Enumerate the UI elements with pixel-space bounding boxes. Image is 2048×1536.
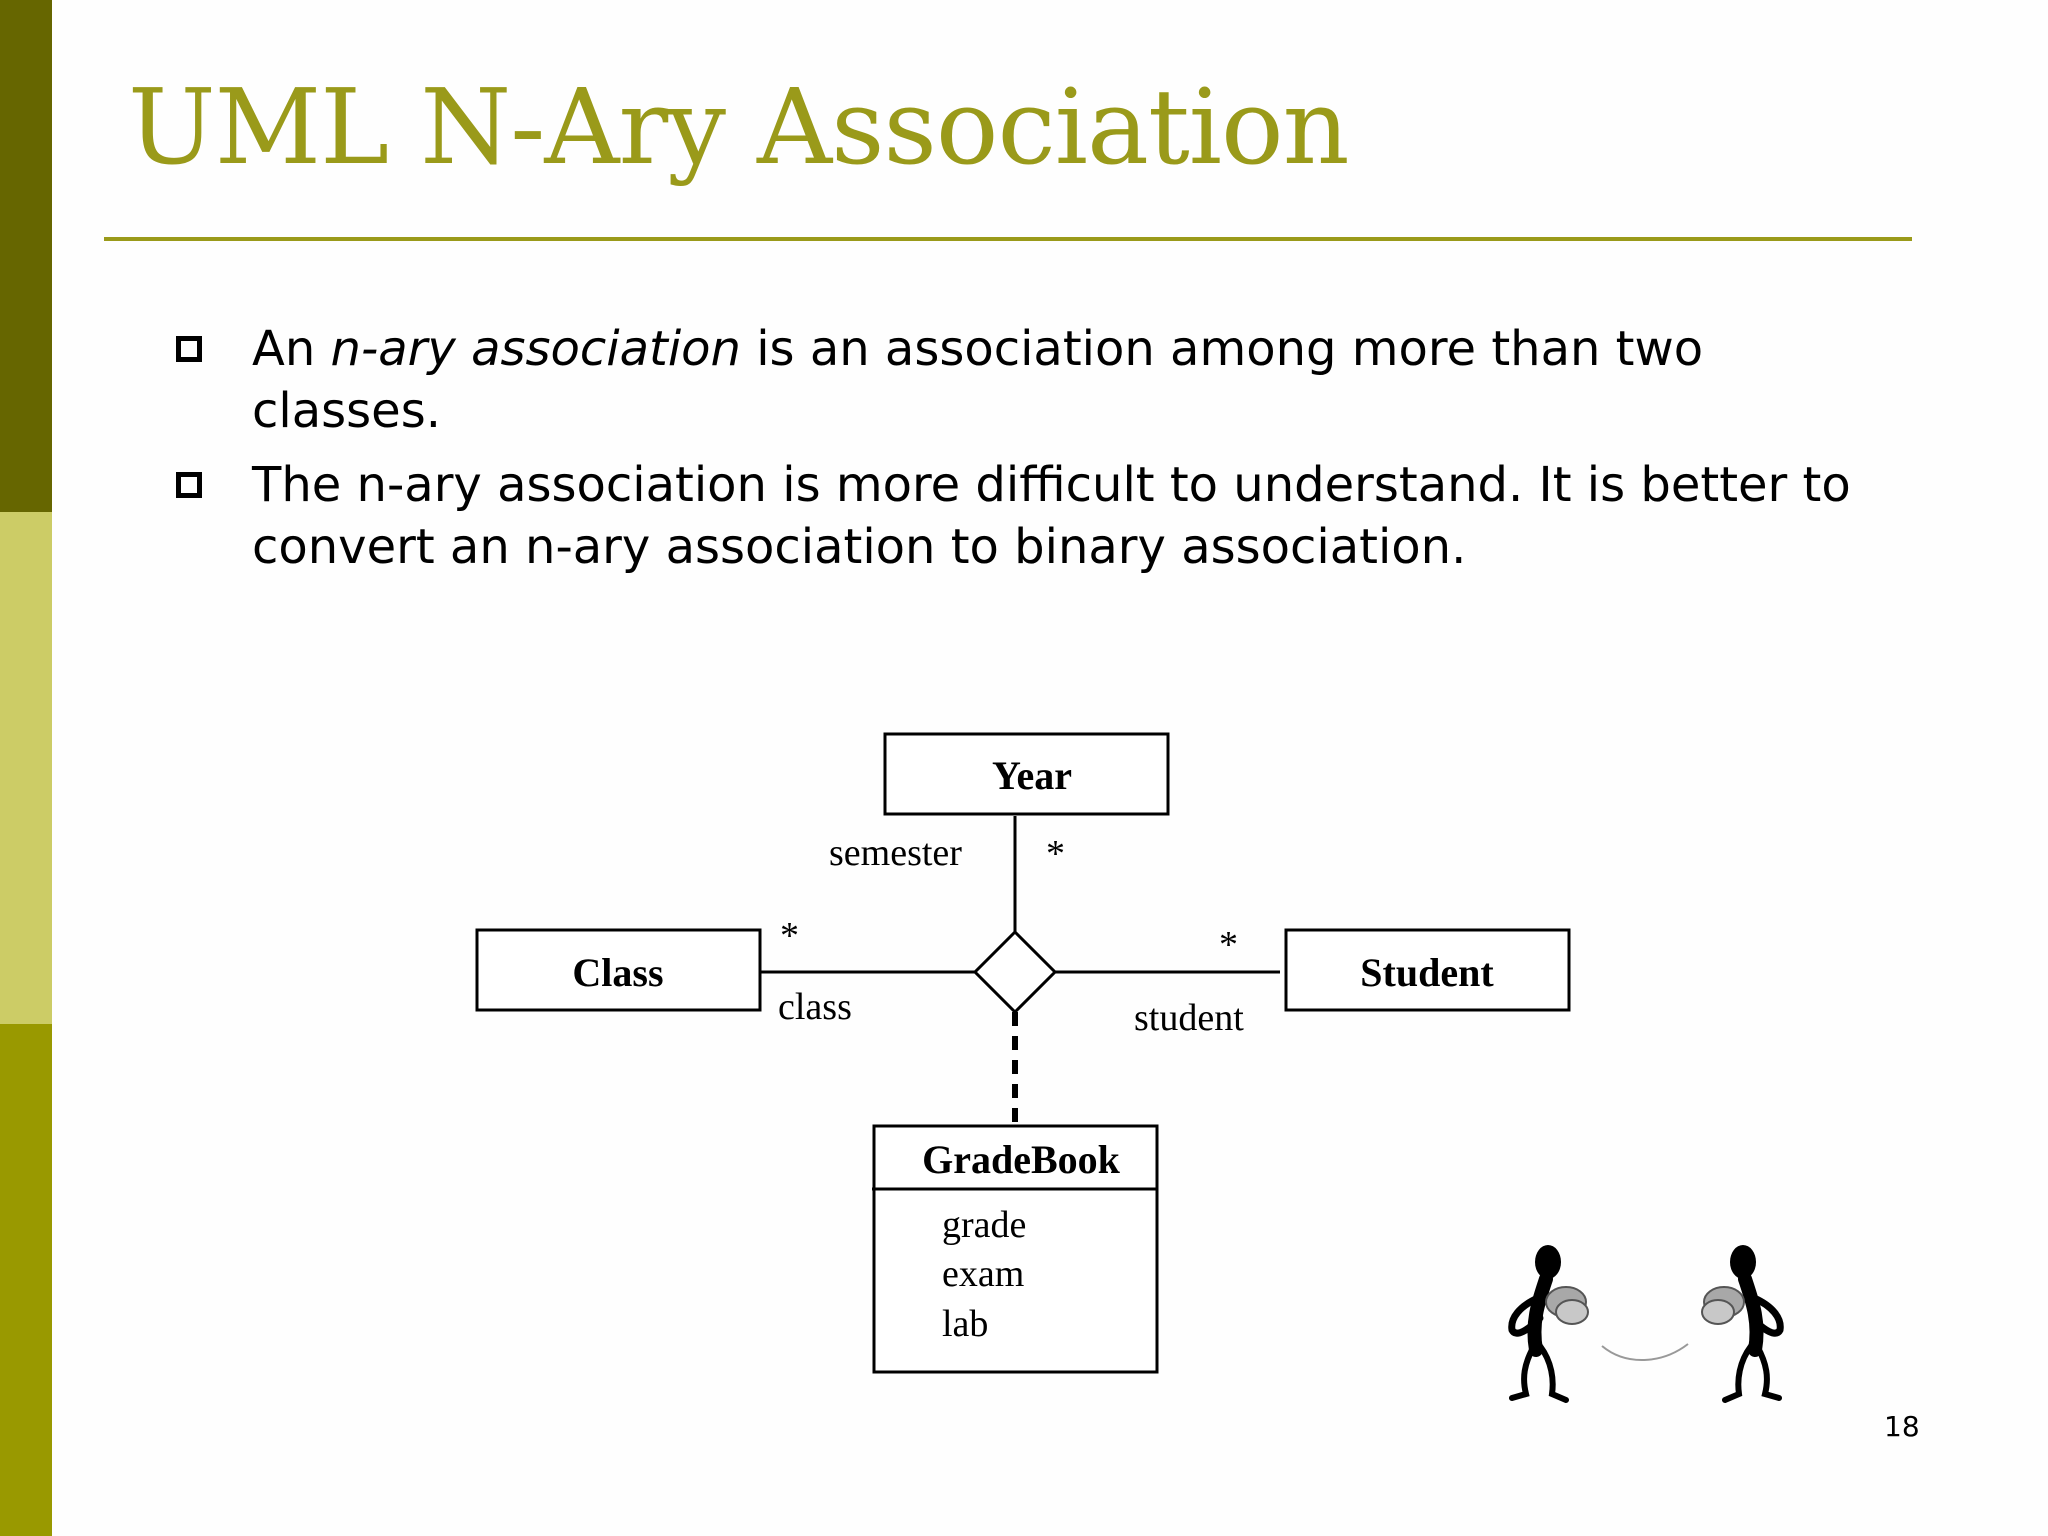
bullet-item: The n-ary association is more difficult … [176,454,1876,578]
gradebook-class-box [872,1124,1159,1374]
stick-figure-right-icon [1701,1245,1784,1403]
year-role-label: semester [829,832,962,874]
gradebook-attribute: lab [942,1303,988,1345]
square-bullet-icon [176,336,202,362]
bullet-text-emphasis: n-ary association [330,321,741,377]
bullet-list: An n-ary association is an association a… [176,318,1876,590]
slide-title: UML N-Ary Association [128,66,1350,188]
title-underline [104,237,1912,241]
class-class-box [475,928,762,1012]
class-class-name: Class [572,950,663,995]
class-role-label: class [778,986,852,1028]
bullet-item: An n-ary association is an association a… [176,318,1876,442]
stick-figure-left-icon [1508,1245,1589,1403]
two-stick-figures-icon [1508,1245,1784,1403]
year-class-box [883,732,1170,816]
square-bullet-icon [176,472,202,498]
year-multiplicity: * [1046,833,1065,875]
n-ary-association-diamond [972,929,1058,1015]
class-multiplicity: * [780,915,799,957]
side-bar-middle [0,512,52,1024]
side-bar-bottom [0,1024,52,1536]
student-class-name: Student [1360,950,1494,995]
gradebook-class-name: GradeBook [922,1137,1121,1182]
bullet-text-pre: The n-ary association is more difficult … [252,457,1851,575]
side-bar-top [0,0,52,512]
page-number: 18 [1884,1410,1920,1443]
student-class-box [1284,928,1571,1012]
gradebook-attribute: exam [942,1253,1024,1295]
connecting-arc-icon [1601,1343,1689,1362]
student-multiplicity: * [1219,924,1238,966]
gradebook-attribute: grade [942,1204,1026,1246]
bullet-text-pre: An [252,321,331,377]
bullet-text-post: is an association among more than two cl… [252,321,1704,439]
student-role-label: student [1134,997,1244,1039]
year-class-name: Year [992,753,1072,798]
